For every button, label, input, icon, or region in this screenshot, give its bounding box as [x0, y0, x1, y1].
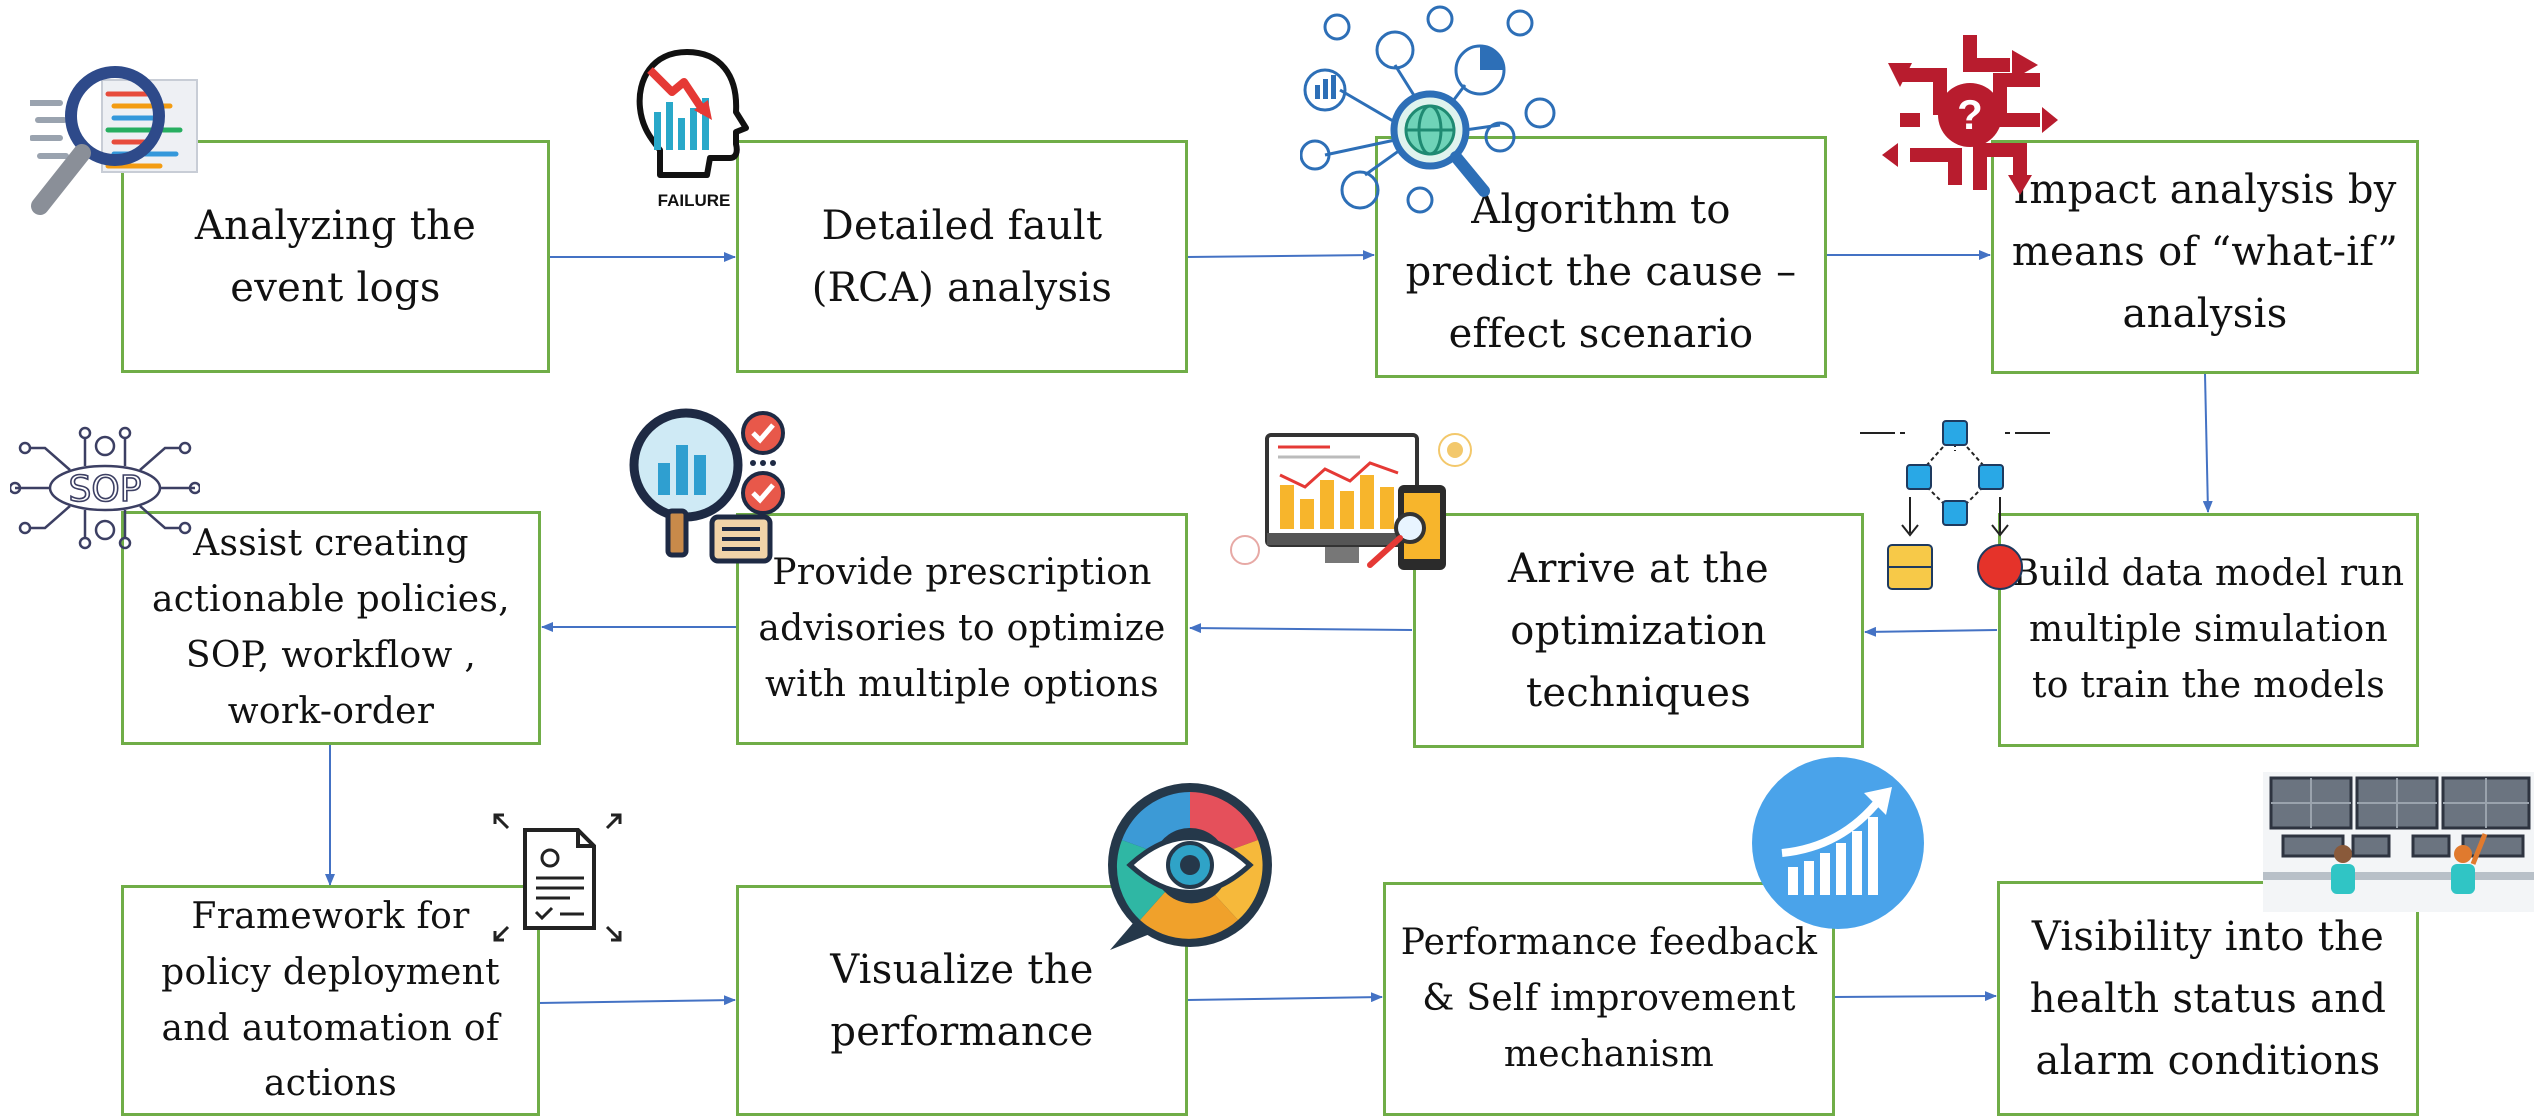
- step-text: Visibility into the health status and al…: [2029, 913, 2387, 1084]
- eye-chart-icon: [1108, 783, 1272, 950]
- sop-circuit-icon: SOP: [10, 426, 200, 550]
- sop-label: SOP: [69, 469, 142, 510]
- step-text: Visualize the performance: [830, 946, 1094, 1055]
- growth-chart-icon: [1752, 757, 1924, 929]
- step-analyzing-event-logs: Analyzing the event logs: [121, 140, 550, 373]
- step-text: Detailed fault (RCA) analysis: [811, 202, 1113, 311]
- step-text: Algorithm to predict the cause – effect …: [1405, 187, 1797, 357]
- magnifier-code-icon: [30, 66, 198, 215]
- arrow-framework-to-visualize: [538, 995, 736, 1006]
- step-text: Impact analysis by means of “what-if” an…: [2011, 167, 2399, 337]
- brain-failure-icon: FAILURE: [636, 49, 749, 210]
- step-framework-policy-deployment: Framework for policy deployment and auto…: [121, 885, 540, 1116]
- flowchart-icon: [1860, 420, 2050, 590]
- arrow-impact-to-model: [2202, 373, 2213, 513]
- step-actionable-policies: Assist creating actionable policies, SOP…: [121, 511, 541, 745]
- analytics-checklist-icon: [629, 408, 785, 564]
- step-text: Performance feedback & Self improvement …: [1400, 922, 1818, 1075]
- step-text: Arrive at the optimization techniques: [1508, 545, 1769, 716]
- step-visualize-performance: Visualize the performance: [736, 885, 1188, 1116]
- globe-network-icon: [1300, 5, 1556, 214]
- step-text: Build data model run multiple simulation…: [2012, 553, 2405, 706]
- step-prescription-advisories: Provide prescription advisories to optim…: [736, 513, 1188, 745]
- step-detailed-fault-rca: Detailed fault (RCA) analysis: [736, 140, 1188, 373]
- step-build-data-model: Build data model run multiple simulation…: [1998, 513, 2419, 747]
- svg-text:?: ?: [1957, 91, 1983, 138]
- step-text: Assist creating actionable policies, SOP…: [152, 523, 510, 732]
- maze-question-icon: ?: [1882, 35, 2058, 195]
- step-impact-analysis: Impact analysis by means of “what-if” an…: [1991, 140, 2419, 374]
- control-room-icon: [2263, 772, 2534, 912]
- dashboard-monitor-icon: [1230, 433, 1472, 570]
- step-text: Framework for policy deployment and auto…: [161, 895, 500, 1105]
- step-optimization-techniques: Arrive at the optimization techniques: [1413, 513, 1864, 748]
- failure-label: FAILURE: [658, 191, 731, 210]
- step-text: Analyzing the event logs: [194, 202, 477, 311]
- step-performance-feedback: Performance feedback & Self improvement …: [1383, 882, 1835, 1116]
- arrow-model-to-optimization: [1864, 626, 1998, 637]
- step-visibility-health-status: Visibility into the health status and al…: [1997, 881, 2419, 1116]
- arrow-visualize-to-feedback: [1186, 992, 1383, 1003]
- arrow-feedback-to-visibility: [1833, 991, 1997, 1002]
- arrow-rca-to-predict: [1186, 250, 1375, 261]
- arrow-optimization-to-prescription: [1189, 623, 1413, 634]
- document-expand-icon: [493, 813, 622, 942]
- step-text: Provide prescription advisories to optim…: [758, 552, 1166, 705]
- step-predict-cause-effect: Algorithm to predict the cause – effect …: [1375, 136, 1827, 378]
